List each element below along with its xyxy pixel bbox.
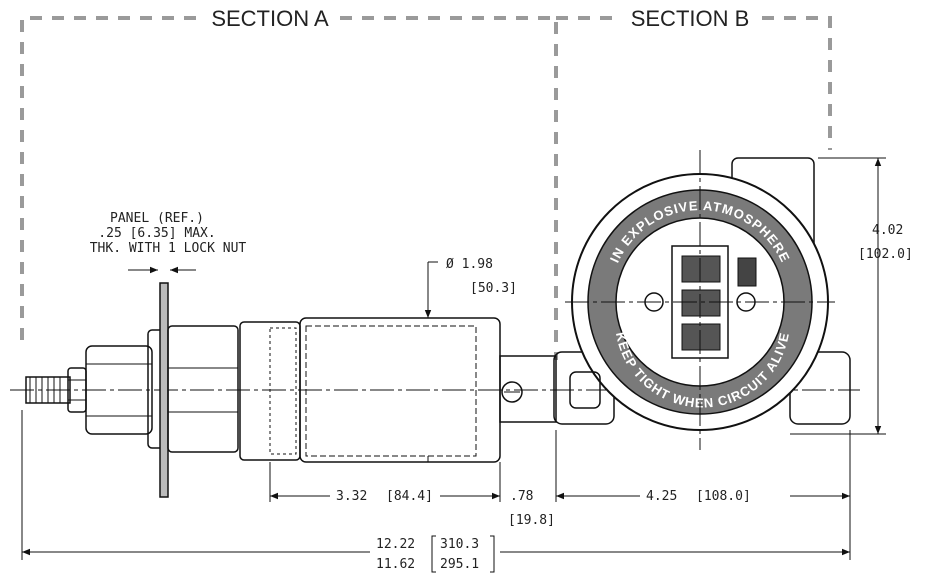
set-screw bbox=[501, 381, 523, 403]
body-length-mm: [84.4] bbox=[386, 489, 433, 504]
terminal-block bbox=[737, 257, 757, 287]
panel bbox=[159, 282, 169, 498]
horizontal-dimensions: 3.32 [84.4] .78 [19.8] 4.25 [108.0] 12.2… bbox=[21, 410, 851, 573]
section-boundaries: SECTION A SECTION B bbox=[20, 6, 832, 360]
section-b-boundary bbox=[556, 16, 832, 150]
display-digit-3 bbox=[681, 323, 721, 351]
height-mm: [102.0] bbox=[858, 247, 913, 262]
ground-lug bbox=[569, 371, 601, 409]
panel-note: PANEL (REF.) .25 [6.35] MAX. THK. WITH 1… bbox=[90, 211, 247, 274]
large-hex bbox=[167, 325, 239, 453]
height-in: 4.02 bbox=[872, 223, 903, 238]
section-b-label: SECTION B bbox=[631, 6, 750, 31]
neck-length-mm: [19.8] bbox=[508, 513, 555, 528]
height-dimension: 4.02 [102.0] bbox=[790, 157, 913, 435]
overall-max-mm: 310.3 bbox=[440, 537, 479, 552]
display-digit-2 bbox=[681, 289, 721, 317]
section-a-boundary bbox=[20, 16, 558, 360]
section-b-length-mm: [108.0] bbox=[696, 489, 751, 504]
diameter-dimension: Ø 1.98 [50.3] bbox=[424, 257, 517, 462]
section-b-length-in: 4.25 bbox=[646, 489, 677, 504]
panel-note-line2: .25 [6.35] MAX. bbox=[98, 226, 215, 241]
housing: IN EXPLOSIVE ATMOSPHERE KEEP TIGHT WHEN … bbox=[553, 150, 851, 450]
overall-min-mm: 295.1 bbox=[440, 557, 479, 572]
overall-max-in: 12.22 bbox=[376, 537, 415, 552]
overall-min-in: 11.62 bbox=[376, 557, 415, 572]
sensor-assembly bbox=[25, 282, 557, 498]
neck bbox=[499, 355, 557, 423]
section-a-label: SECTION A bbox=[211, 6, 329, 31]
panel-note-line3: THK. WITH 1 LOCK NUT bbox=[90, 241, 247, 256]
diameter-mm: [50.3] bbox=[470, 281, 517, 296]
hex-fitting bbox=[85, 345, 153, 435]
display-digit-1 bbox=[681, 255, 721, 283]
neck-length-in: .78 bbox=[510, 489, 533, 504]
diameter-in: Ø 1.98 bbox=[446, 257, 493, 272]
body-length-in: 3.32 bbox=[336, 489, 367, 504]
panel-note-line1: PANEL (REF.) bbox=[110, 211, 204, 226]
